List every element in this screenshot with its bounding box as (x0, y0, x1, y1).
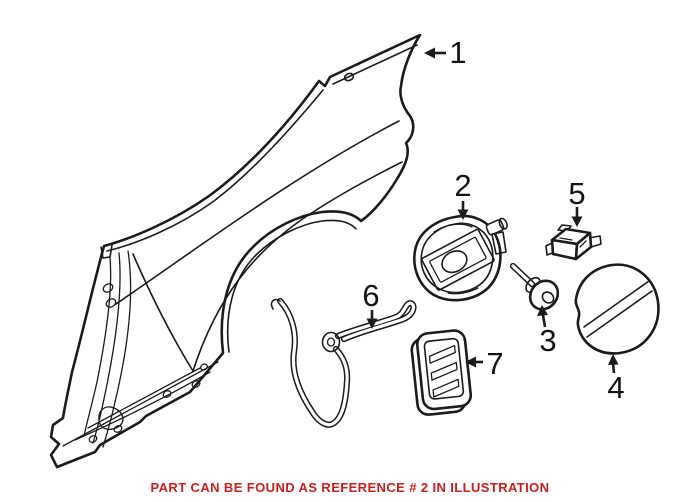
callout-2-arrow (457, 201, 469, 220)
mounting-bolt-part (509, 262, 560, 311)
diagram-canvas: 1 2 3 4 5 6 7 (49, 33, 660, 469)
lock-actuator-part (545, 224, 602, 261)
callout-7-label: 7 (486, 346, 503, 381)
callout-5-arrow (571, 207, 583, 227)
callout-4-label: 4 (607, 370, 624, 405)
callout-6-label: 6 (362, 278, 379, 313)
fuel-filler-housing-part (413, 214, 508, 302)
release-cable-part (270, 297, 417, 428)
callout-1-arrow (424, 47, 446, 59)
callout-6-arrow (366, 310, 378, 329)
reference-note: PART CAN BE FOUND AS REFERENCE # 2 IN IL… (150, 480, 550, 495)
callout-5-label: 5 (568, 176, 585, 211)
fuel-filler-door-part (574, 263, 660, 355)
callout-4-arrow (608, 354, 619, 374)
vent-grille-part (410, 329, 473, 416)
callout-2-label: 2 (454, 168, 471, 203)
callout-7-arrow (465, 356, 483, 368)
callout-3-arrow (537, 305, 548, 328)
quarter-panel-part (49, 33, 422, 469)
callout-1-label: 1 (449, 35, 466, 70)
callout-3-label: 3 (539, 323, 556, 358)
